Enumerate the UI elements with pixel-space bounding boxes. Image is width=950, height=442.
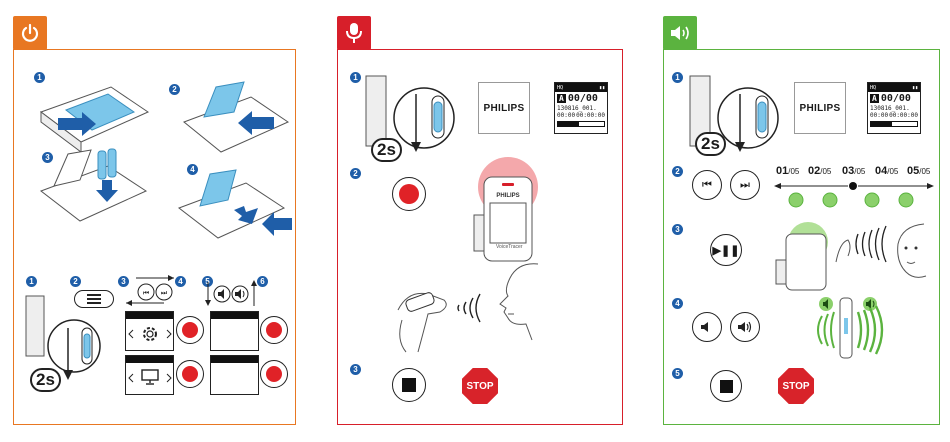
listening-person-illustration — [834, 222, 934, 286]
volume-up-button[interactable] — [730, 312, 760, 342]
record-button[interactable] — [176, 316, 204, 344]
menu-screen — [210, 311, 259, 351]
microphone-icon — [345, 22, 363, 44]
record-button[interactable] — [260, 360, 288, 388]
record-button[interactable] — [260, 316, 288, 344]
hold-duration-label: 2s — [695, 132, 726, 156]
elapsed-time: 00:00 — [870, 112, 888, 119]
insert-batteries-illustration — [36, 146, 151, 226]
svg-text:PHILIPS: PHILIPS — [496, 193, 519, 199]
menu-screen — [210, 355, 259, 395]
step-number: 2 — [350, 168, 361, 179]
battery-cover-illustration — [36, 82, 151, 152]
chevron-right-icon — [167, 374, 171, 382]
next-track-button[interactable]: ⏭ — [730, 170, 760, 200]
display-menu-screen — [125, 355, 174, 395]
chevron-right-icon — [167, 330, 171, 338]
step-number: 4 — [175, 276, 186, 287]
volume-levels-illustration — [798, 290, 888, 360]
step-number: 2 — [672, 166, 683, 177]
file-counter: 00/00 — [568, 93, 598, 104]
battery-cover-open-illustration — [176, 82, 291, 157]
volume-arrows — [204, 282, 264, 308]
speaking-face-illustration — [478, 260, 548, 340]
svg-text:⏮: ⏮ — [143, 289, 149, 297]
previous-track-button[interactable]: ⏮ — [692, 170, 722, 200]
stop-button[interactable] — [710, 370, 742, 402]
menu-button[interactable] — [74, 290, 114, 308]
elapsed-time: 00:00 — [557, 112, 575, 119]
philips-logo-screen: PHILIPS — [794, 82, 846, 134]
step-number: 2 — [70, 276, 81, 287]
chevron-left-icon — [129, 374, 133, 382]
progress-bar — [557, 121, 605, 127]
navigate-arrows: ⏮ ⏭ — [124, 272, 176, 306]
hold-duration-label: 2s — [371, 138, 402, 162]
svg-text:⏭: ⏭ — [161, 289, 168, 297]
step-number: 1 — [672, 72, 683, 83]
device-playback-illustration — [772, 220, 832, 290]
folder-label: A — [870, 94, 879, 103]
file-number: 02/05 — [808, 165, 831, 177]
volume-down-icon — [700, 321, 714, 333]
file-timeline — [774, 180, 934, 210]
stop-button[interactable] — [392, 368, 426, 402]
power-panel: 1 2 3 4 1 2 3 4 5 6 2s — [13, 49, 296, 425]
total-time: 00:00:00 — [576, 112, 605, 119]
step-number: 3 — [672, 224, 683, 235]
step-number: 5 — [672, 368, 683, 379]
stop-sign-icon: STOP — [462, 368, 498, 404]
battery-icon: ▮▮ — [912, 85, 918, 91]
chevron-left-icon — [129, 330, 133, 338]
record-tab — [337, 16, 371, 50]
file-number: 05/05 — [907, 165, 930, 177]
power-tab — [13, 16, 47, 50]
file-counter: 00/00 — [881, 93, 911, 104]
close-battery-cover-illustration — [174, 168, 294, 243]
folder-label: A — [557, 94, 566, 103]
monitor-icon — [141, 369, 159, 385]
philips-logo-screen: PHILIPS — [478, 82, 530, 134]
quality-label: HQ — [870, 85, 876, 91]
record-button[interactable] — [176, 360, 204, 388]
power-icon — [20, 23, 40, 43]
menu-icon — [87, 294, 101, 304]
gear-icon — [140, 324, 160, 344]
play-tab — [663, 16, 697, 50]
file-number: 04/05 — [875, 165, 898, 177]
file-number: 03/05 — [842, 165, 865, 177]
settings-menu-screen — [125, 311, 174, 351]
step-number: 4 — [672, 298, 683, 309]
step-number: 1 — [26, 276, 37, 287]
hold-duration-label: 2s — [30, 368, 61, 392]
battery-icon: ▮▮ — [599, 85, 605, 91]
file-name: 130816_001. — [555, 105, 607, 112]
quality-label: HQ — [557, 85, 563, 91]
device-brand-text: VoiceTracer — [496, 244, 523, 250]
progress-bar — [870, 121, 918, 127]
speaker-icon — [669, 24, 691, 42]
volume-up-icon — [737, 321, 753, 333]
play-pause-button[interactable]: ▶❚❚ — [710, 234, 742, 266]
volume-down-button[interactable] — [692, 312, 722, 342]
step-number: 1 — [350, 72, 361, 83]
record-button[interactable] — [392, 177, 426, 211]
step-number: 3 — [350, 364, 361, 375]
file-number: 01/05 — [776, 165, 799, 177]
file-name: 130816_001. — [868, 105, 920, 112]
stop-sign-icon: STOP — [778, 368, 814, 404]
total-time: 00:00:00 — [889, 112, 918, 119]
